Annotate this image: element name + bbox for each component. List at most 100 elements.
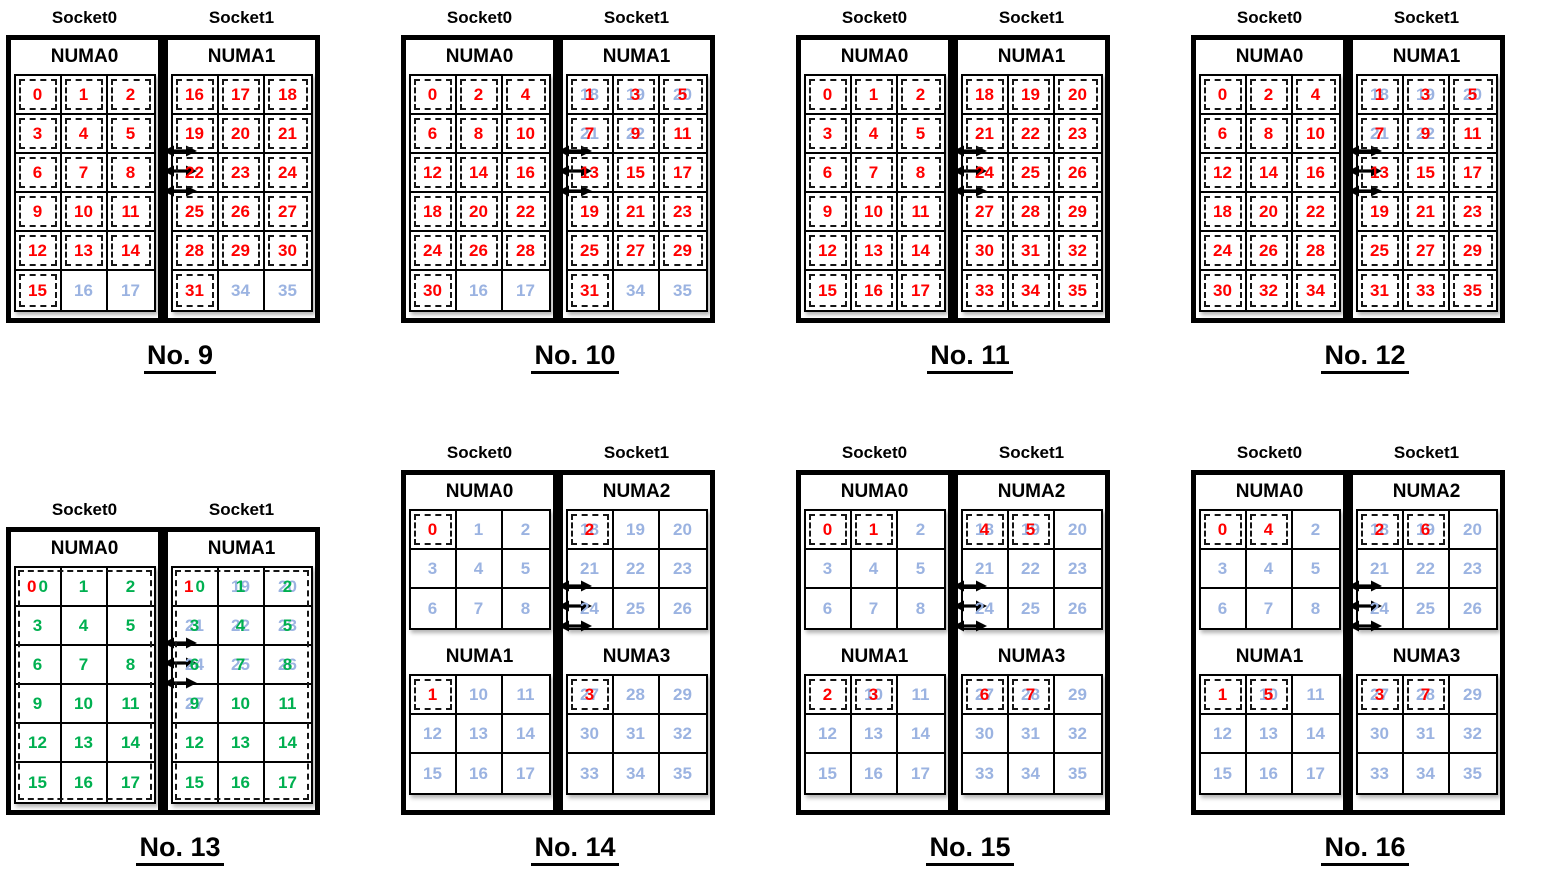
core-number-red: 21 [278, 123, 297, 143]
socket-link-arrows [953, 580, 987, 632]
selection-dashed-border [616, 235, 655, 266]
core-number-blue: 19 [1416, 84, 1435, 104]
selection-dashed-border [900, 79, 941, 110]
core-cell: 26 [659, 589, 706, 628]
core-number-red: 2 [1263, 84, 1274, 104]
core-number-green: 11 [121, 693, 140, 713]
core-number-blue: 15 [423, 763, 442, 783]
core-number-green: 9 [189, 693, 200, 713]
selection-dashed-border [1360, 679, 1399, 710]
core-cell: 5 [502, 550, 549, 589]
core-cell: 17 [502, 754, 549, 793]
core-number-red: 6 [822, 162, 833, 182]
core-number-green: 15 [28, 772, 47, 792]
selection-dashed-border [64, 118, 103, 149]
core-number-red: 0 [27, 576, 37, 596]
core-number-blue: 22 [1021, 558, 1040, 578]
core-cell: 14 [897, 715, 944, 754]
core-number-red: 9 [32, 201, 43, 221]
selection-dashed-border [1360, 235, 1399, 266]
core-cell: 27 [1403, 232, 1450, 271]
selection-dashed-border [1249, 157, 1288, 188]
core-number-green: 9 [32, 693, 43, 713]
core-cell: 16 [172, 76, 219, 115]
core-number-green: 3 [32, 615, 43, 635]
selection-dashed-border [1406, 118, 1445, 149]
socket-link-arrows [1348, 580, 1382, 632]
core-number-red: 13 [580, 162, 599, 182]
core-number-blue: 31 [1021, 723, 1040, 743]
core-number-red: 11 [1463, 123, 1482, 143]
core-cell: 25 [1403, 589, 1450, 628]
core-cell: 2 [456, 76, 503, 115]
core-number-green: 16 [231, 772, 250, 792]
core-cell: 0 [15, 76, 62, 115]
core-number-green: 6 [189, 654, 200, 674]
core-cell: 18 [1200, 193, 1247, 232]
selection-dashed-border [808, 274, 847, 307]
core-number-red: 16 [185, 84, 204, 104]
selection-dashed-border [1249, 274, 1288, 307]
core-cell: 6 [15, 154, 62, 193]
bidirectional-arrow-icon [1348, 580, 1382, 592]
core-number-red: 2 [1374, 519, 1385, 539]
selection-dashed-border [616, 79, 655, 110]
selection-dashed-border [570, 118, 609, 149]
core-cell: 13 [218, 724, 265, 763]
core-cell: 6 [410, 589, 457, 628]
diagram-label: No. 15 [796, 832, 1144, 866]
core-number-green: 4 [78, 615, 89, 635]
core-cell: 30 [567, 715, 614, 754]
selection-dashed-border [267, 79, 308, 110]
socket-link-arrows [1348, 145, 1382, 197]
core-cell: 26 [1449, 589, 1496, 628]
selection-dashed-border [1406, 679, 1445, 710]
core-cell: 14 [897, 232, 944, 271]
core-number-red: 11 [673, 123, 692, 143]
core-cell: 15 [410, 754, 457, 793]
selection-dashed-border [1406, 274, 1445, 307]
core-cell: 14 [456, 154, 503, 193]
core-cell: 33 [567, 754, 614, 793]
core-cell: 1 [1200, 676, 1247, 715]
selection-dashed-border [854, 235, 893, 266]
core-number-blue: 33 [1370, 763, 1389, 783]
core-number-green: 2 [125, 576, 136, 596]
core-number-red: 28 [516, 240, 535, 260]
core-cell: 8 [456, 115, 503, 154]
selection-dashed-border [1057, 235, 1098, 266]
core-cell: 23 [659, 550, 706, 589]
core-number-red: 9 [1420, 123, 1431, 143]
core-number-red: 2 [584, 519, 595, 539]
core-cell: 34 [1008, 754, 1055, 793]
core-cell: 24 [410, 232, 457, 271]
core-number-blue: 22 [1416, 123, 1435, 143]
core-number-blue: 20 [278, 576, 297, 596]
core-number-red: 15 [818, 280, 837, 300]
core-cell: 4 [1292, 76, 1339, 115]
core-number-red: 29 [673, 240, 692, 260]
core-number-red: 9 [822, 201, 833, 221]
selection-dashed-border [505, 196, 546, 227]
selection-dashed-border [570, 157, 609, 188]
selection-dashed-border [221, 196, 260, 227]
core-number-blue: 8 [915, 598, 926, 618]
core-number-red: 14 [469, 162, 488, 182]
core-cell: 25 [613, 589, 660, 628]
core-number-blue: 8 [1310, 598, 1321, 618]
selection-dashed-border [965, 157, 1004, 188]
core-cell: 23 [1449, 193, 1496, 232]
core-number-green: 15 [185, 772, 204, 792]
selection-dashed-border [64, 196, 103, 227]
core-number-red: 10 [74, 201, 93, 221]
core-cell: 16 [1292, 154, 1339, 193]
selection-dashed-border [1057, 79, 1098, 110]
